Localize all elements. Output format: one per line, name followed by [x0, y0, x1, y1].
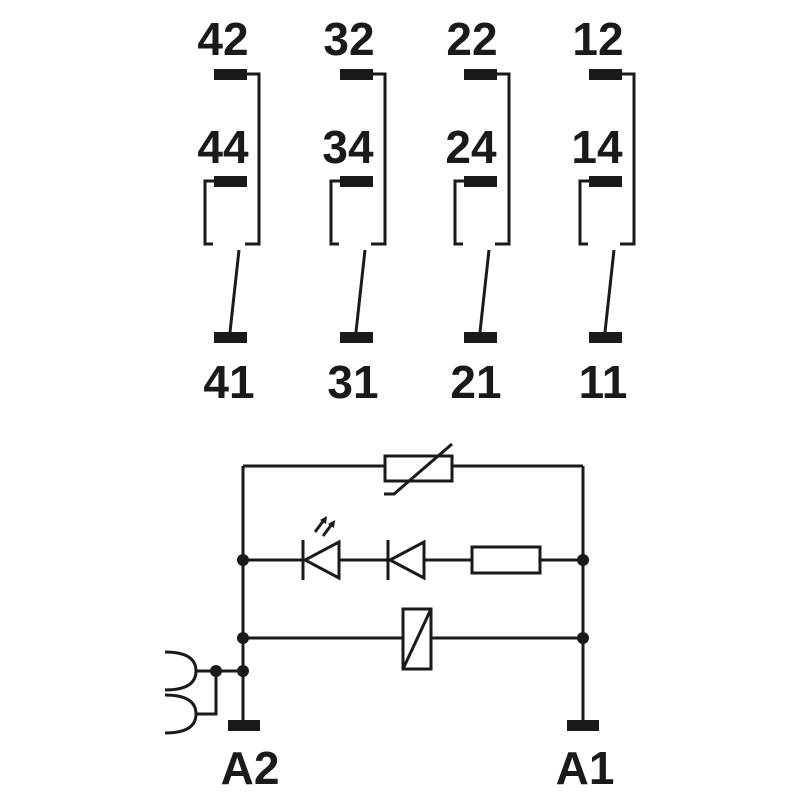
contact-3-nc-pad: [464, 69, 497, 80]
junction-dot: [237, 554, 249, 566]
diode-triangle: [386, 539, 426, 581]
junction-dot: [577, 554, 589, 566]
junction-dot: [577, 632, 589, 644]
contact-4-com-pad: [589, 332, 622, 343]
contact-3-no-wire: [453, 179, 464, 246]
contact-3-nc-label: 22: [446, 13, 497, 65]
contact-1-no-pad: [214, 176, 247, 187]
contact-1-nc-pad: [214, 69, 247, 80]
bridge-wire-lower: [196, 671, 218, 716]
junction-dot: [237, 665, 249, 677]
contact-1-com-pad: [214, 332, 247, 343]
a1-terminal-label: A1: [556, 742, 615, 794]
contact-4-no-label: 14: [571, 121, 623, 173]
contact-1-switch-blade: [228, 249, 241, 333]
contact-set-4: 12 14 11: [571, 13, 636, 408]
contact-2-no-pad: [340, 176, 373, 187]
junction-dot: [237, 632, 249, 644]
contact-2-nc-label: 32: [323, 13, 374, 65]
resistor-symbol: [470, 545, 542, 575]
contact-2-com-pad: [340, 332, 373, 343]
contact-3-no-pad: [464, 176, 497, 187]
junction-dot: [210, 665, 222, 677]
contact-2-nc-pad: [340, 69, 373, 80]
contact-2-no-label: 34: [322, 121, 374, 173]
contact-4-nc-wire: [620, 72, 636, 246]
led-symbol: [301, 516, 341, 581]
varistor-slash: [384, 442, 453, 496]
contact-1-no-wire: [203, 179, 214, 246]
a2-terminal-label: A2: [221, 742, 280, 794]
coil-circuit: A2 A1: [164, 442, 615, 794]
bridge-arc-lower: [164, 693, 198, 735]
contact-1-nc-wire: [245, 72, 261, 246]
bridge-connector: [164, 650, 249, 735]
contact-3-nc-wire: [495, 72, 511, 246]
led-emission-arrowhead-1: [320, 516, 327, 524]
contact-3-switch-blade: [478, 249, 491, 333]
contact-2-no-wire: [329, 179, 340, 246]
led-emission-arrow-1: [313, 519, 326, 533]
contact-1-nc-label: 42: [197, 13, 248, 65]
contact-4-switch-blade: [603, 249, 616, 333]
contact-set-1: 42 44 41: [197, 13, 261, 408]
contact-3-com-label: 21: [450, 356, 501, 408]
bridge-arc-upper: [164, 650, 198, 692]
contact-4-nc-label: 12: [572, 13, 623, 65]
contact-set-3: 22 24 21: [445, 13, 511, 408]
contact-1-no-label: 44: [197, 121, 249, 173]
contact-4-no-pad: [589, 176, 622, 187]
contact-4-nc-pad: [589, 69, 622, 80]
contact-1-com-label: 41: [203, 356, 254, 408]
a1-terminal-pad: [567, 720, 599, 731]
relay-coil-slash: [401, 608, 433, 670]
led-emission-arrow-2: [321, 523, 334, 537]
contact-2-switch-blade: [354, 249, 367, 333]
contact-3-no-label: 24: [445, 121, 497, 173]
contact-4-no-wire: [578, 179, 589, 246]
contact-set-2: 32 34 31: [322, 13, 387, 408]
led-emission-arrowhead-2: [328, 520, 335, 528]
diode-symbol: [386, 539, 426, 581]
contact-4-com-label: 11: [579, 356, 628, 408]
contact-3-com-pad: [464, 332, 497, 343]
contact-2-com-label: 31: [327, 356, 378, 408]
varistor-symbol: [383, 454, 454, 483]
led-triangle: [301, 539, 341, 581]
contact-2-nc-wire: [371, 72, 387, 246]
a2-terminal-pad: [228, 720, 260, 731]
